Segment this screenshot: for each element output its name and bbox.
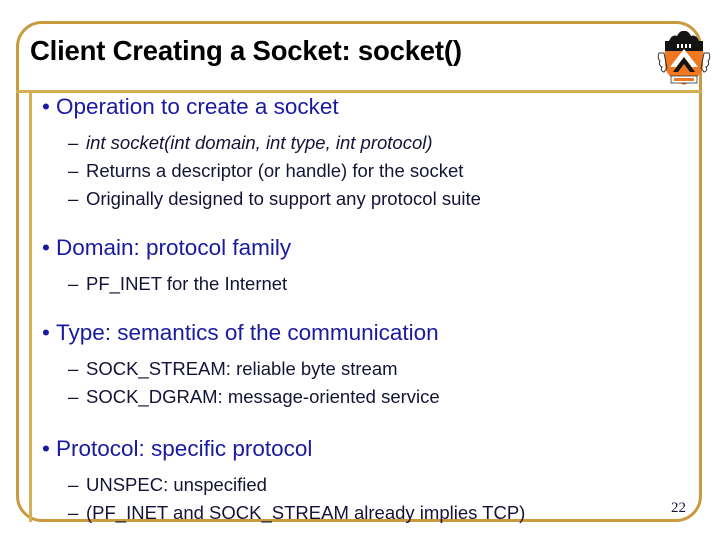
sub-bullet-label: Returns a descriptor (or handle) for the… (86, 160, 464, 182)
sub-bullet-label: UNSPEC: unspecified (86, 474, 267, 496)
bullet-dot-icon: • (42, 234, 50, 260)
spacer (42, 411, 702, 435)
dash-icon: – (68, 273, 79, 295)
sub-bullet-label: (PF_INET and SOCK_STREAM already implies… (86, 502, 526, 523)
sub-bullet-item: – (PF_INET and SOCK_STREAM already impli… (42, 499, 702, 527)
bullet-list: • Operation to create a socket – int soc… (32, 93, 702, 527)
spacer (42, 213, 702, 234)
sub-bullet-item: – Originally designed to support any pro… (42, 185, 702, 213)
bullet-dot-icon: • (42, 319, 50, 345)
bullet-dot-icon: • (42, 435, 50, 461)
sub-bullet-label: PF_INET for the Internet (86, 273, 288, 295)
bullet-heading-label: Domain: protocol family (56, 234, 292, 260)
spacer (42, 462, 702, 471)
dash-icon: – (68, 187, 79, 209)
dash-icon: – (68, 386, 79, 408)
spacer (42, 346, 702, 355)
spacer (42, 261, 702, 270)
sub-bullet-item: – PF_INET for the Internet (42, 270, 702, 298)
bullet-heading: • Domain: protocol family (42, 234, 702, 261)
dash-icon: – (68, 132, 79, 154)
bullet-heading-label: Operation to create a socket (56, 94, 339, 119)
spacer (42, 298, 702, 319)
bullet-heading: • Protocol: specific protocol (42, 435, 702, 462)
sub-bullet-item: – UNSPEC: unspecified (42, 471, 702, 499)
slide-content-box: • Operation to create a socket – int soc… (29, 93, 702, 523)
bullet-heading: • Type: semantics of the communication (42, 319, 702, 346)
bullet-group: • Domain: protocol family – PF_INET for … (42, 234, 702, 298)
bullet-dot-icon: • (42, 94, 50, 119)
sub-bullet-label: SOCK_DGRAM: message-oriented service (86, 386, 440, 408)
dash-icon: – (68, 160, 79, 182)
bullet-group: • Type: semantics of the communication –… (42, 319, 702, 411)
slide-title-band: Client Creating a Socket: socket() (16, 21, 702, 93)
spacer (42, 120, 702, 129)
page-title: Client Creating a Socket: socket() (30, 35, 462, 66)
sub-bullet-item: – SOCK_DGRAM: message-oriented service (42, 383, 702, 411)
bullet-group: • Operation to create a socket – int soc… (42, 93, 702, 213)
sub-bullet-label: int socket(int domain, int type, int pro… (86, 132, 433, 154)
bullet-heading-label: Type: semantics of the communication (56, 319, 439, 345)
bullet-group: • Protocol: specific protocol – UNSPEC: … (42, 435, 702, 527)
dash-icon: – (68, 502, 79, 523)
sub-bullet-item: – Returns a descriptor (or handle) for t… (42, 157, 702, 185)
page-number: 22 (671, 500, 686, 516)
dash-icon: – (68, 474, 79, 496)
princeton-shield-logo (657, 27, 711, 89)
dash-icon: – (68, 358, 79, 380)
bullet-heading: • Operation to create a socket (42, 93, 702, 120)
sub-bullet-item: – SOCK_STREAM: reliable byte stream (42, 355, 702, 383)
sub-bullet-label: SOCK_STREAM: reliable byte stream (86, 358, 398, 380)
bullet-heading-label: Protocol: specific protocol (56, 435, 313, 461)
sub-bullet-label: Originally designed to support any proto… (86, 187, 481, 209)
sub-bullet-item: – int socket(int domain, int type, int p… (42, 129, 702, 157)
